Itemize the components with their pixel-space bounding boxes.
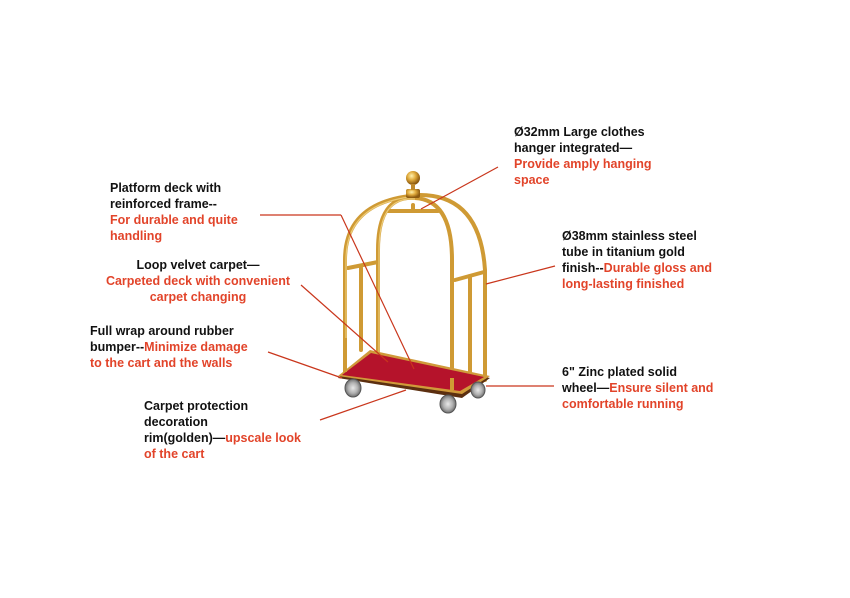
top-knob: [406, 171, 420, 185]
annotation-hanger: Ø32mm Large clothes hanger integrated— P…: [514, 124, 652, 188]
annotation-text: Carpet protection: [144, 399, 249, 413]
annotation-text: Loop velvet carpet—: [136, 258, 260, 272]
annotation-text: finish--: [562, 261, 604, 275]
annotation-platform: Platform deck with reinforced frame-- Fo…: [110, 180, 238, 244]
annotation-benefit: Provide amply hanging: [514, 157, 652, 171]
annotation-bumper: Full wrap around rubber bumper--Minimize…: [90, 323, 248, 371]
annotation-tube: Ø38mm stainless steel tube in titanium g…: [562, 228, 712, 292]
annotation-benefit: space: [514, 173, 550, 187]
annotation-text: tube in titanium gold: [562, 245, 685, 259]
annotation-wheel: 6" Zinc plated solid wheel—Ensure silent…: [562, 364, 713, 412]
annotation-benefit: Carpeted deck with convenient: [105, 274, 291, 288]
annotation-benefit: Durable gloss and: [603, 261, 713, 275]
annotation-text: 6" Zinc plated solid: [562, 365, 677, 379]
annotation-text: Ø32mm Large clothes: [514, 125, 645, 139]
cart-frame: [343, 192, 487, 382]
annotation-text: rim(golden)—: [144, 431, 226, 445]
annotation-text: reinforced frame--: [110, 197, 217, 211]
annotation-carpet: Loop velvet carpet— Carpeted deck with c…: [96, 257, 300, 305]
annotation-text: Ø38mm stainless steel: [562, 229, 697, 243]
annotation-benefit: to the cart and the walls: [90, 356, 233, 370]
annotation-text: Full wrap around rubber: [90, 324, 234, 338]
annotation-text: Platform deck with: [110, 181, 222, 195]
annotation-benefit: handling: [110, 229, 163, 243]
annotation-text: hanger integrated—: [514, 141, 633, 155]
annotation-benefit: For durable and quite: [110, 213, 238, 227]
annotation-text: wheel—: [562, 381, 610, 395]
annotation-rim: Carpet protection decoration rim(golden)…: [144, 398, 301, 462]
annotation-benefit: Ensure silent and: [609, 381, 714, 395]
annotation-benefit: of the cart: [144, 447, 205, 461]
annotation-benefit: long-lasting finished: [562, 277, 685, 291]
annotation-text: decoration: [144, 415, 208, 429]
leader-lines: [260, 166, 556, 421]
wheels: [344, 378, 486, 414]
annotation-benefit: Minimize damage: [144, 340, 248, 354]
annotation-benefit: carpet changing: [149, 290, 247, 304]
annotation-benefit: upscale look: [225, 431, 301, 445]
annotation-text: bumper--: [90, 340, 145, 354]
annotation-benefit: comfortable running: [562, 397, 684, 411]
